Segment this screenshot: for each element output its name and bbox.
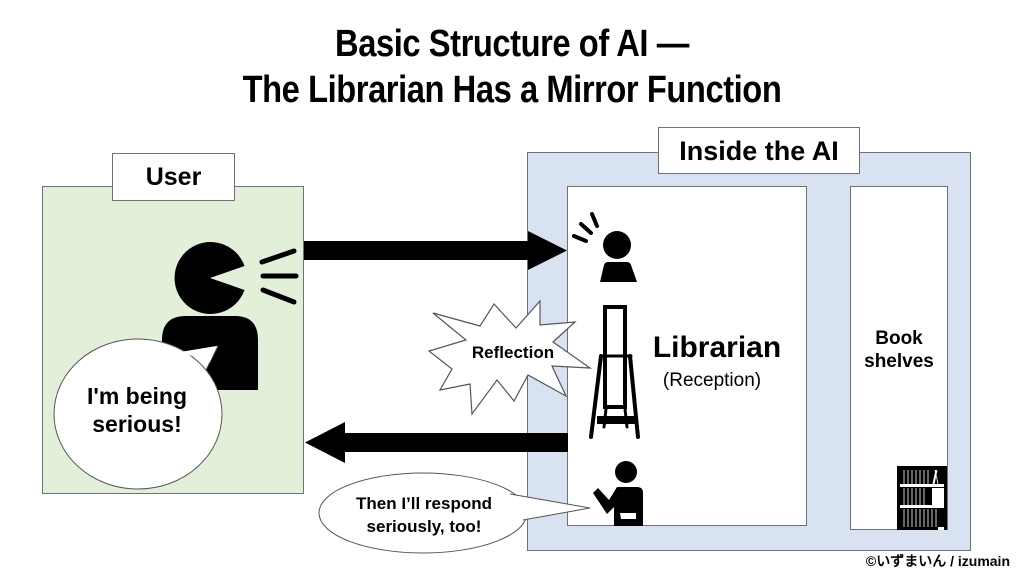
book-shelves-line-1: Book xyxy=(875,328,923,349)
user-speech-text: I'm being serious! xyxy=(62,382,212,438)
gesturing-person-icon xyxy=(593,461,643,526)
librarian-speech-line-2: seriously, too! xyxy=(366,517,482,536)
user-speech-bubble xyxy=(53,338,223,490)
librarian-speech-text: Then I’ll respond seriously, too! xyxy=(326,492,522,538)
diagram-title-line-1: Basic Structure of AI — xyxy=(335,23,689,65)
copyright-notice: ©いずまいん / izumain xyxy=(865,553,1010,569)
user-speech-line-2: serious! xyxy=(92,411,182,437)
librarian-label: Librarian xyxy=(652,331,782,364)
user-label: User xyxy=(112,153,235,201)
librarian-sublabel: (Reception) xyxy=(662,370,762,391)
diagram-title-line-2: The Librarian Has a Mirror Function xyxy=(242,69,782,111)
book-shelves-line-2: shelves xyxy=(864,351,934,372)
librarian-speech-line-1: Then I’ll respond xyxy=(355,494,492,513)
reflection-burst xyxy=(427,299,593,416)
request-arrow xyxy=(304,231,567,270)
librarian-speech-bubble xyxy=(318,472,591,554)
user-speech-line-1: I'm being xyxy=(86,383,188,409)
response-arrow xyxy=(305,422,568,463)
mirror-icon xyxy=(589,305,640,439)
listening-person-icon xyxy=(572,212,637,282)
inside-ai-label: Inside the AI xyxy=(658,127,860,174)
reflection-label: Reflection xyxy=(471,343,555,362)
bookshelf-icon xyxy=(897,466,947,530)
book-shelves-label: Book shelves xyxy=(850,327,948,373)
